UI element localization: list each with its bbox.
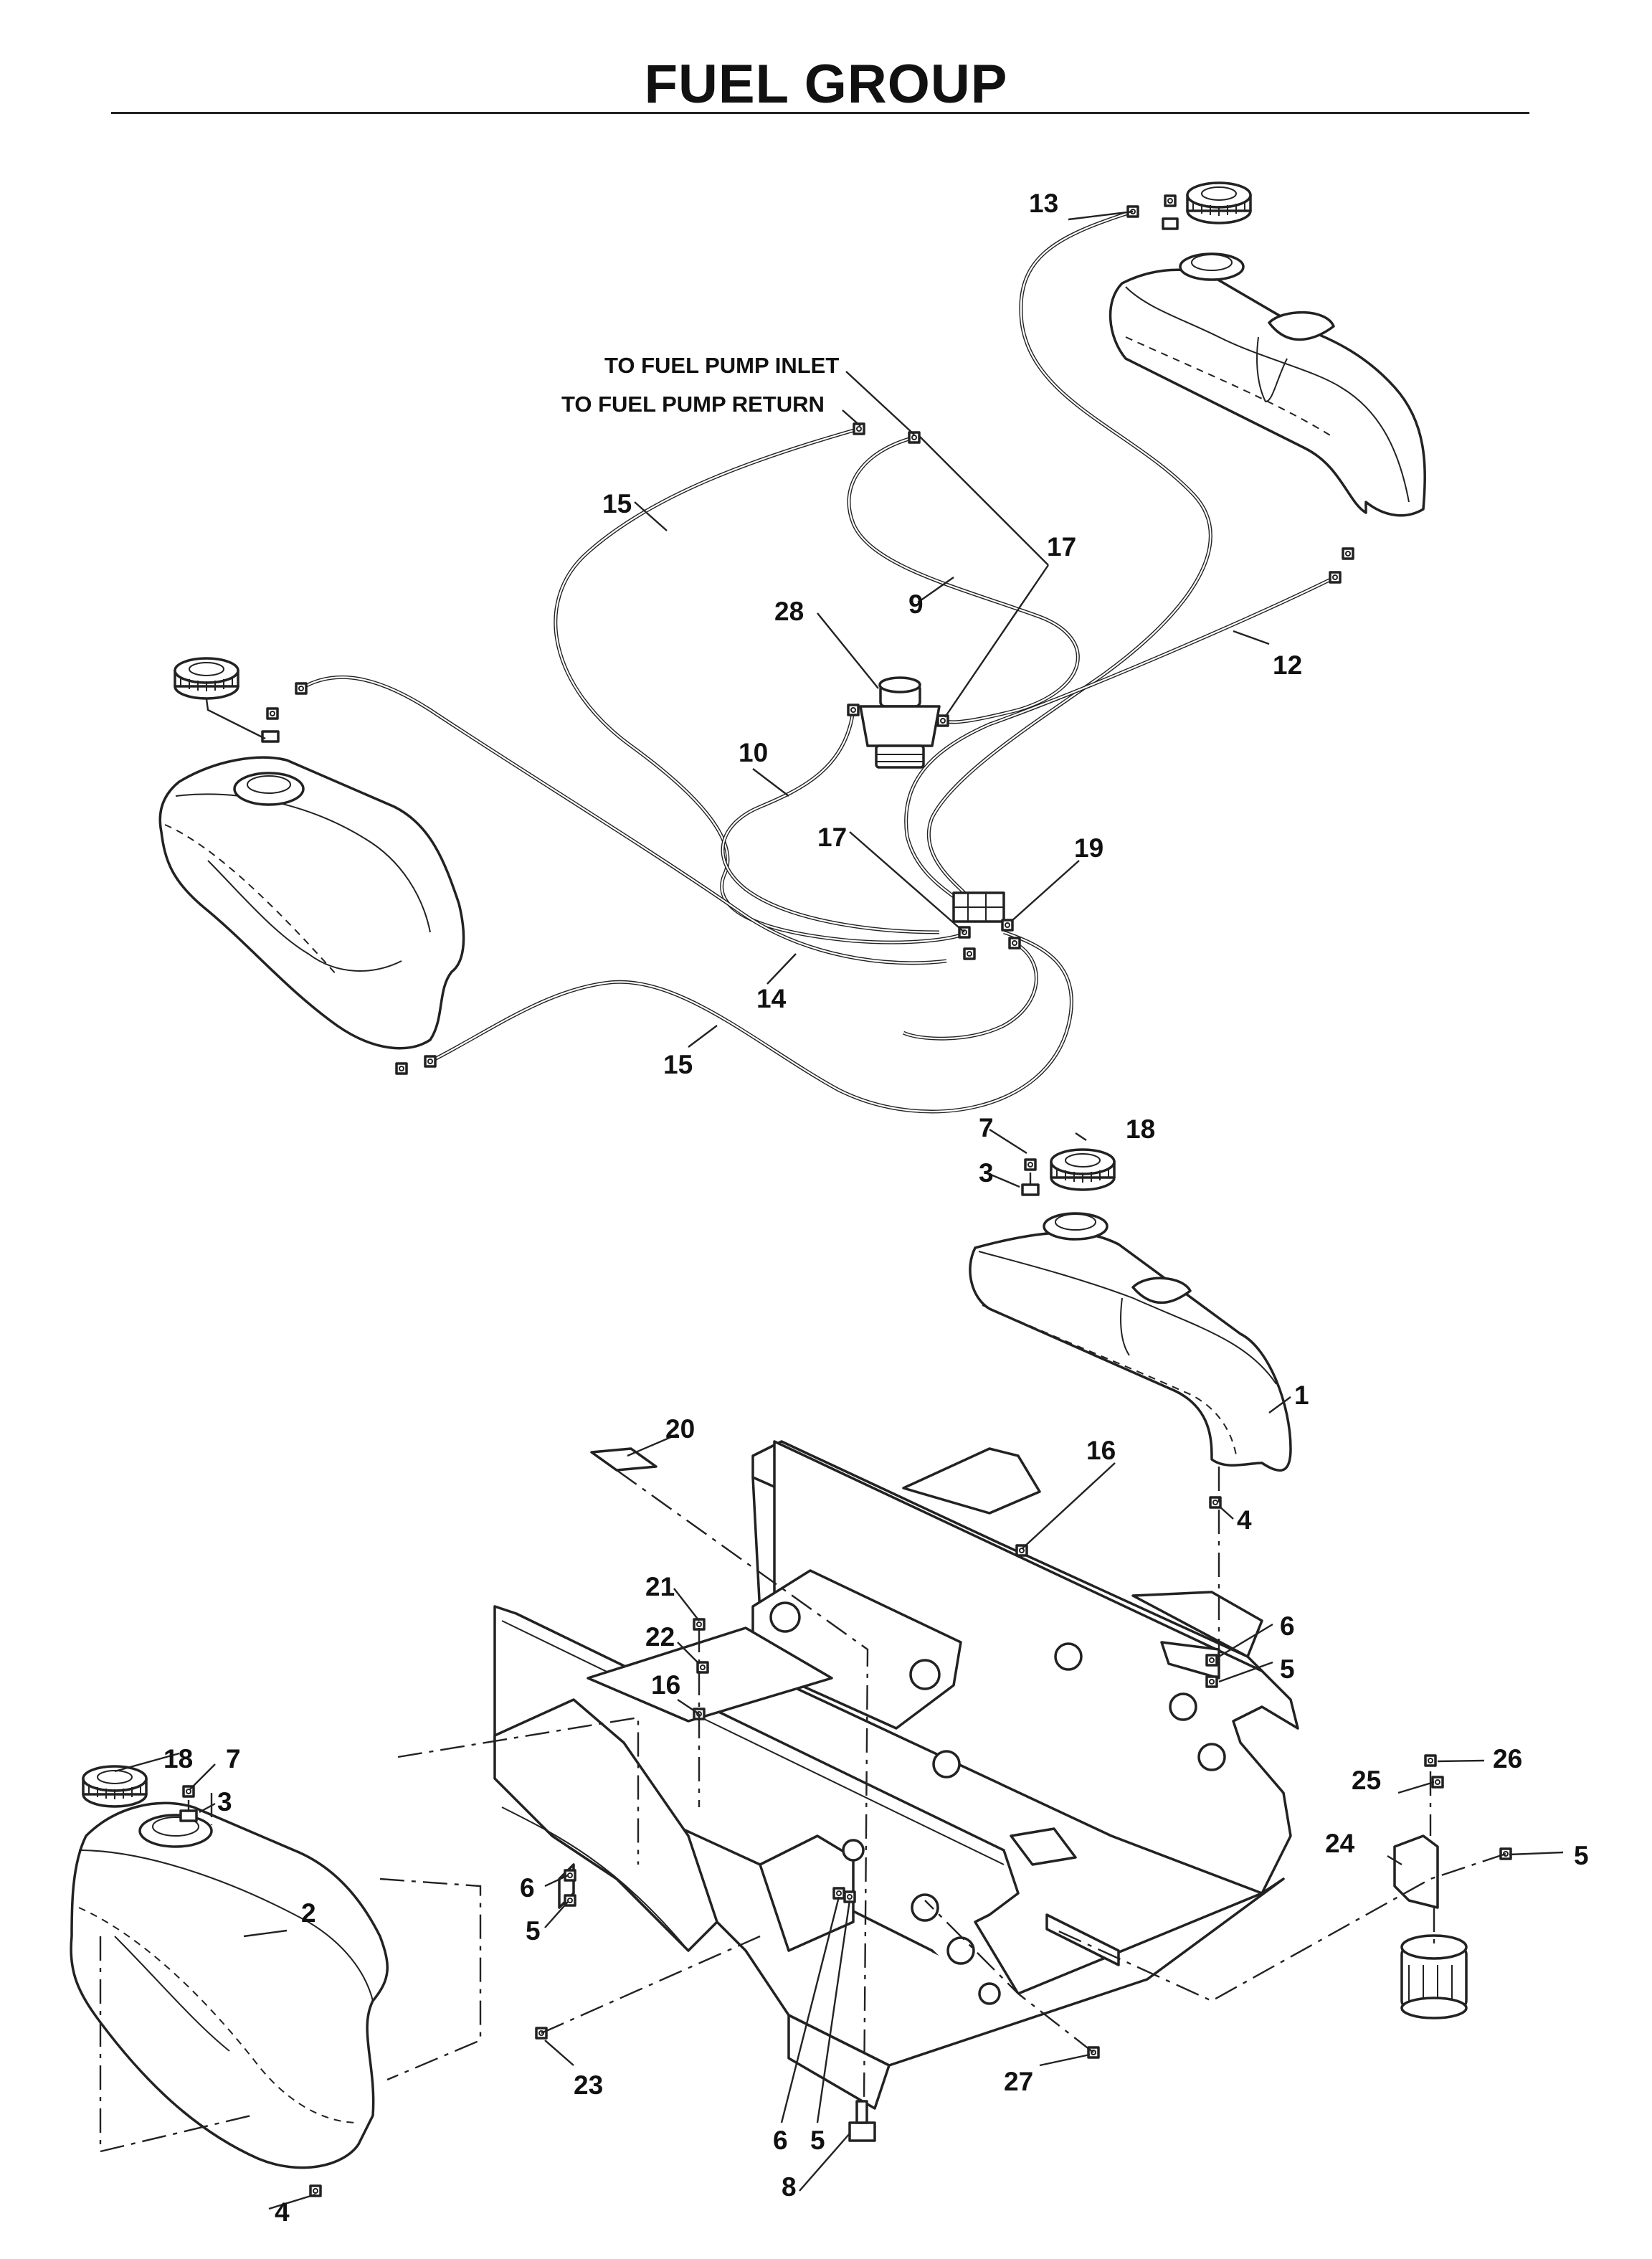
title-rule [111,112,1529,114]
note-fuel-pump-inlet: TO FUEL PUMP INLET [604,353,839,378]
callout-16: 16 [1086,1436,1116,1465]
callout-9: 9 [908,589,924,619]
callout-14: 14 [756,984,787,1013]
lower-hardware [535,1447,1512,2142]
callout-1: 1 [1294,1380,1309,1410]
leader-lines [114,210,1564,2210]
chassis-frame [493,1440,1299,2110]
callout-25: 25 [1352,1766,1381,1795]
callout-17: 17 [817,823,847,852]
callout-2: 2 [301,1898,316,1928]
assembly-lines [99,1173,1506,2153]
tee-manifold-19 [952,891,1021,960]
callout-7: 7 [226,1744,241,1773]
callout-3: 3 [217,1787,232,1817]
callout-27: 27 [1004,2067,1033,2096]
callouts: 13 15 17 9 28 12 10 17 19 14 15 7 18 3 1… [163,189,1589,2227]
callout-4: 4 [1237,1505,1252,1535]
callout-23: 23 [574,2070,603,2100]
callout-6: 6 [773,2126,788,2155]
callout-17: 17 [1047,532,1076,562]
callout-5: 5 [526,1916,541,1946]
callout-16: 16 [651,1670,680,1700]
callout-5: 5 [1280,1654,1295,1684]
upper-left-fuel-tank [158,657,465,1075]
callout-15: 15 [663,1050,693,1079]
note-fuel-pump-return: TO FUEL PUMP RETURN [561,392,825,417]
callout-6: 6 [1280,1611,1295,1641]
callout-12: 12 [1273,650,1302,680]
upper-right-fuel-tank [1109,181,1426,584]
lower-right-fuel-tank-1 [969,1148,1292,1509]
callout-8: 8 [782,2172,797,2202]
callout-24: 24 [1325,1829,1355,1858]
callout-11: 13 [1029,189,1058,218]
callout-10: 10 [739,738,768,767]
callout-26: 26 [1493,1744,1522,1773]
hose-lines [300,209,1337,1114]
callout-6: 6 [520,1873,535,1903]
callout-20: 20 [665,1414,695,1444]
callout-13: 15 [602,489,632,518]
callout-19: 19 [1074,833,1103,863]
page-title: FUEL GROUP [644,54,1008,115]
callout-7: 7 [979,1113,994,1142]
fuel-filter-28 [847,676,949,769]
hose-12 [904,575,1337,899]
callout-18: 18 [163,1744,193,1773]
callout-5: 5 [1574,1841,1589,1870]
callout-21: 21 [645,1572,675,1601]
callout-18: 18 [1126,1114,1155,1144]
callout-22: 22 [645,1622,675,1652]
callout-28: 28 [774,597,804,626]
callout-4: 4 [275,2197,290,2227]
lower-left-fuel-tank-2 [70,1765,389,2197]
callout-5: 5 [810,2126,825,2155]
callout-3: 3 [979,1158,994,1188]
